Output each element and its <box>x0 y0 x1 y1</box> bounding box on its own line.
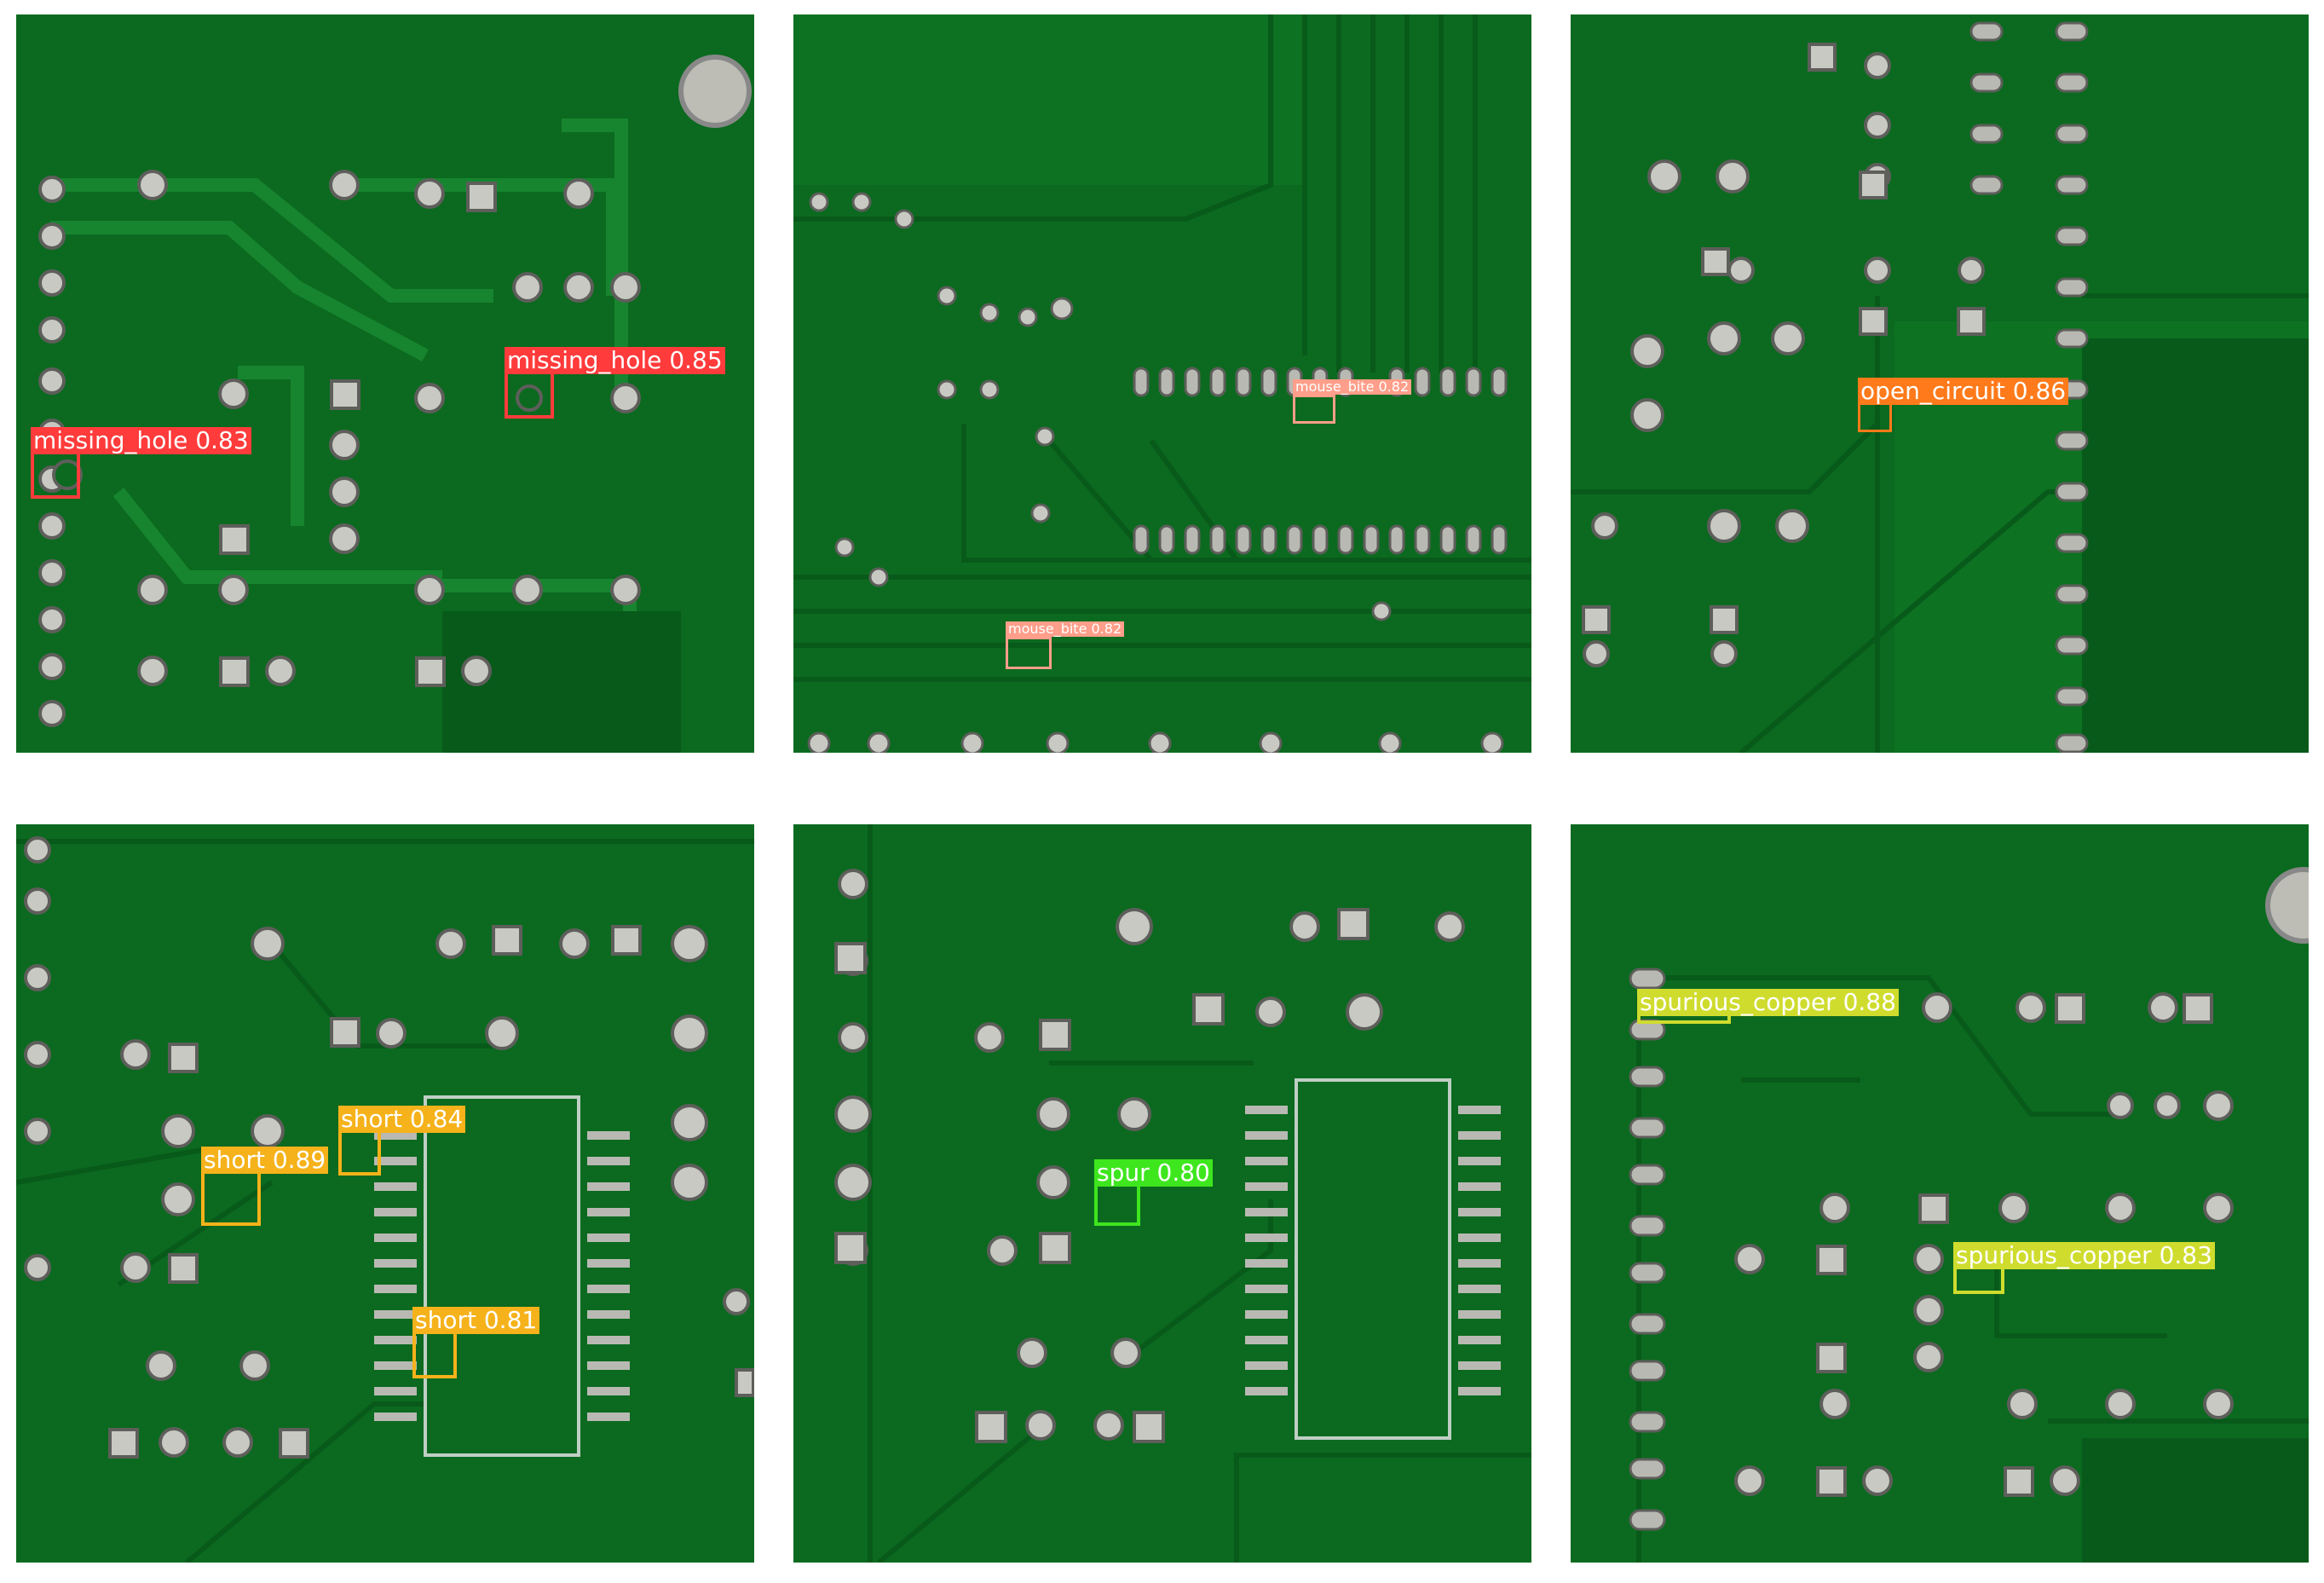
detection-box <box>338 1129 381 1176</box>
detection-label: spur 0.80 <box>1094 1159 1213 1187</box>
pcb-image-panel-3: open_circuit 0.86 <box>1571 14 2309 753</box>
detection-label: spurious_copper 0.88 <box>1637 989 1899 1016</box>
detection-box <box>1293 395 1335 424</box>
detection-label: open_circuit 0.86 <box>1858 378 2069 405</box>
pcb-image-panel-6: spurious_copper 0.88 spurious_copper 0.8… <box>1571 824 2309 1563</box>
detection-label: short 0.84 <box>338 1106 466 1133</box>
pcb-image-panel-4: short 0.89 short 0.84 short 0.81 <box>16 824 754 1563</box>
detection-label: short 0.81 <box>412 1307 540 1334</box>
pcb-board-image <box>1571 14 2309 753</box>
pcb-image-panel-2: mouse_bite 0.82 mouse_bite 0.82 <box>793 14 1531 753</box>
pcb-board-image <box>793 14 1531 753</box>
detection-box <box>412 1331 457 1378</box>
pcb-image-panel-5: spur 0.80 <box>793 824 1531 1563</box>
detection-label: mouse_bite 0.82 <box>1293 379 1412 395</box>
pcb-image-panel-1: missing_hole 0.83 missing_hole 0.85 <box>16 14 754 753</box>
detection-label: mouse_bite 0.82 <box>1006 621 1125 637</box>
detection-box <box>1006 637 1052 669</box>
detection-box <box>201 1170 261 1226</box>
detection-label: missing_hole 0.83 <box>31 427 251 454</box>
detection-label: short 0.89 <box>201 1147 329 1174</box>
detection-box <box>505 371 554 419</box>
detection-label: missing_hole 0.85 <box>505 347 725 374</box>
detection-label: spurious_copper 0.83 <box>1953 1242 2215 1269</box>
pcb-board-image <box>16 14 754 753</box>
pcb-board-image <box>793 824 1531 1563</box>
pcb-board-image <box>1571 824 2309 1563</box>
pcb-board-image <box>16 824 754 1563</box>
detection-box <box>31 451 80 499</box>
detection-box <box>1094 1183 1140 1226</box>
